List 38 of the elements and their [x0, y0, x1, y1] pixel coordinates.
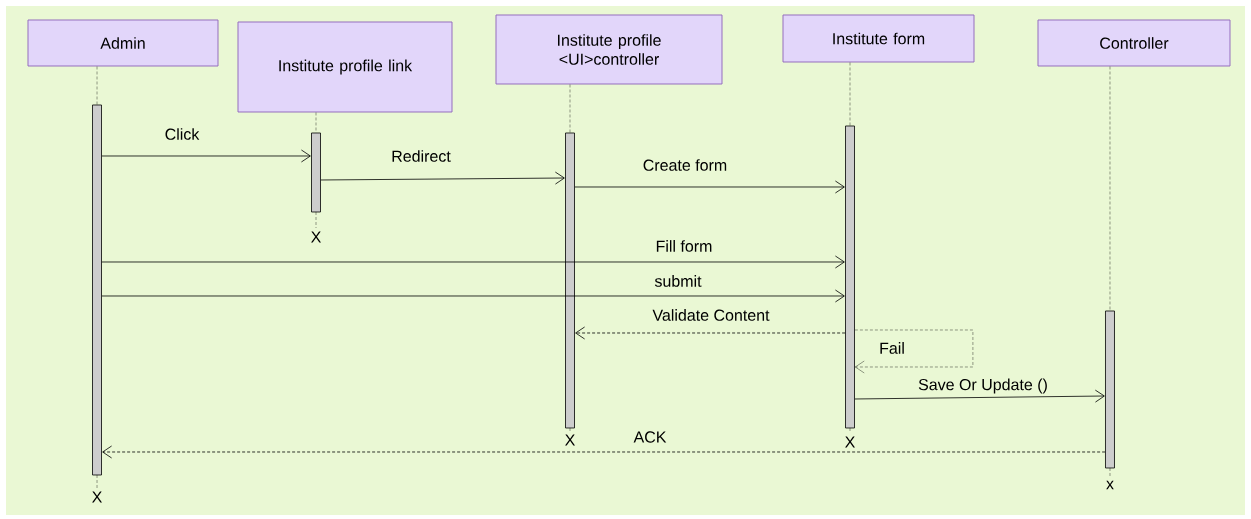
message-label: ACK: [633, 431, 667, 443]
lifeline-head: Institute form: [782, 14, 975, 63]
message-label: Create form: [643, 159, 727, 171]
destroy-mark: X: [845, 436, 855, 448]
message-label: Redirect: [392, 150, 451, 162]
message-arrow: [574, 180, 845, 194]
lifeline-head: Institute profile <UI>controller: [495, 14, 723, 85]
destroy-mark: x: [1106, 480, 1114, 490]
destroy-mark: X: [565, 434, 575, 446]
message-arrow: [101, 289, 845, 303]
destroy-mark: X: [92, 491, 102, 503]
lifeline-head: Institute profile link: [237, 21, 453, 113]
destroy-mark: X: [311, 231, 321, 243]
self-message-arrow: [854, 329, 974, 374]
message-arrow: [102, 445, 1106, 459]
message-label: submit: [654, 275, 702, 287]
message-label: Fail: [880, 342, 904, 354]
activation-bar: [92, 104, 102, 476]
lifeline-head: Controller: [1037, 19, 1231, 67]
activation-bar: [1105, 310, 1115, 469]
message-label: Fill form: [656, 240, 712, 252]
lifeline: [96, 66, 98, 105]
message-label: Validate Content: [652, 309, 770, 321]
lifeline: [315, 112, 317, 133]
activation-bar: [845, 125, 855, 429]
lifeline-head: Admin: [27, 19, 219, 67]
message-arrow: [101, 255, 845, 269]
lifeline: [849, 62, 851, 126]
message-arrow: [854, 389, 1105, 403]
message-label: Click: [165, 128, 200, 140]
activation-bar: [311, 132, 321, 213]
activation-bar: [565, 132, 575, 429]
lifeline: [569, 84, 571, 133]
message-label: Save Or Update (): [918, 378, 1047, 394]
message-arrow: [320, 171, 565, 185]
lifeline: [1109, 66, 1111, 311]
message-arrow: [575, 326, 846, 340]
message-arrow: [101, 149, 311, 163]
